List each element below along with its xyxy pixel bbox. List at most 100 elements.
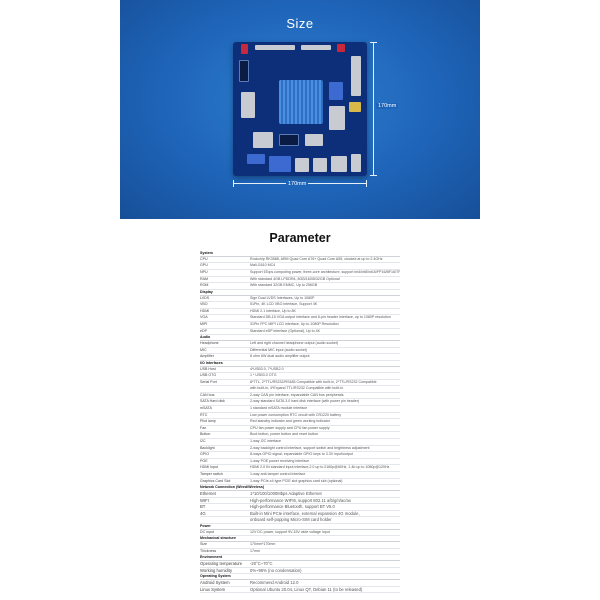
spec-value: Built-in Mini PCIe interface, external e… bbox=[250, 510, 360, 516]
spec-key: HDMI Input bbox=[200, 465, 219, 470]
usb-port bbox=[313, 158, 327, 172]
spec-row: Android System Recommend Android 12.0 bbox=[200, 580, 400, 587]
audio-port bbox=[351, 154, 361, 172]
spec-value: Standard DB-15 VGA output interface and … bbox=[250, 315, 391, 320]
spec-value: 1-way POE power receiving interface bbox=[250, 458, 310, 463]
slot bbox=[329, 106, 345, 130]
header-pins bbox=[301, 45, 331, 50]
spec-key: SATA Hard disk bbox=[200, 399, 225, 404]
spec-section-heading: Operating System bbox=[200, 574, 400, 581]
spec-key: 4G bbox=[200, 510, 206, 516]
spec-value: Boot button, power button and reset butt… bbox=[250, 432, 319, 437]
spec-value: 4*USB3.0, 7*USB2.0 bbox=[250, 366, 284, 371]
spec-value: 1*10/100/1000Mbps Adaptive Ethernet bbox=[250, 490, 322, 496]
spec-value: HDMI 2.1 interface, Up to 8K bbox=[250, 308, 296, 313]
spec-section-heading: Mechanical structure bbox=[200, 536, 400, 543]
spec-value: 1-way I2C interface bbox=[250, 439, 281, 444]
spec-row: Operating temperature -20°C~70°C bbox=[200, 561, 400, 568]
spec-value: Mali-G610 MC4 bbox=[250, 263, 276, 268]
spec-key: WIFI bbox=[200, 497, 209, 503]
spec-value: CPU fan power supply and CPU fan power s… bbox=[250, 425, 330, 430]
spec-key: NPU bbox=[200, 269, 208, 274]
chip bbox=[279, 134, 299, 146]
spec-key: I2C bbox=[200, 439, 206, 444]
spec-key: POE bbox=[200, 458, 208, 463]
spec-value: -20°C~70°C bbox=[250, 561, 273, 567]
spec-row: VBO 51Pin, 4K LCD VBO interface, Support … bbox=[200, 302, 400, 309]
spec-value: 1-way anti-tamper control interface bbox=[250, 472, 306, 476]
spec-value: Standard eDP interface (Optional), Up to… bbox=[250, 328, 321, 333]
spec-value: With standard 32GB EMMC, Up to 256GB bbox=[250, 283, 318, 288]
spec-row: mSATA 1 standard mSATA module interface bbox=[200, 406, 400, 413]
spec-key: RAM bbox=[200, 276, 208, 281]
spec-key: BT bbox=[200, 504, 206, 510]
spec-value: Sign Dual LVDS Interfaces, Up to 1080P bbox=[250, 295, 315, 300]
spec-row: MIPI 31Pin FPC MIPI LCD interface, Up to … bbox=[200, 322, 400, 329]
width-label: 170mm bbox=[286, 181, 309, 187]
spec-value: 1 * USB3.0 OTG bbox=[250, 373, 277, 378]
parameter-title: Parameter bbox=[269, 231, 331, 245]
spec-key: USB Host bbox=[200, 366, 216, 371]
spec-value: 12V DC power, support 9V-15V wide voltag… bbox=[250, 529, 330, 534]
memory-slot bbox=[241, 92, 255, 118]
vga-port bbox=[269, 156, 291, 172]
spec-key: Graphics Card Slot bbox=[200, 478, 231, 483]
spec-value: 51Pin, 4K LCD VBO interface, Support 4K bbox=[250, 302, 318, 307]
heatsink bbox=[279, 80, 323, 124]
spec-row: USB Host 4*USB3.0, 7*USB2.0 bbox=[200, 367, 400, 374]
spec-key: Working humidity bbox=[200, 567, 233, 573]
spec-section-heading: System bbox=[200, 251, 400, 257]
spec-value: High-performance Bluetooth, support BT V… bbox=[250, 504, 335, 510]
spec-row: onboard self-popping Micro-SIM card hold… bbox=[200, 517, 400, 524]
spec-key: Android System bbox=[200, 580, 230, 586]
spec-key: Serial Port bbox=[200, 379, 217, 384]
connector-red bbox=[241, 44, 248, 54]
spec-key: Ethernet bbox=[200, 490, 216, 496]
spec-section-heading: Power bbox=[200, 524, 400, 530]
spec-value: 2-way CAN pin interface, expandable CAN … bbox=[250, 392, 344, 397]
spec-section-heading: Audio bbox=[200, 335, 400, 341]
chip bbox=[305, 134, 323, 146]
banner-title: Size bbox=[286, 16, 314, 31]
spec-value: Recommend Android 12.0 bbox=[250, 580, 299, 586]
spec-key: Headphone bbox=[200, 340, 219, 345]
spec-key: VBO bbox=[200, 302, 208, 307]
spec-value: 1-way PCIe-x4 type PCIE slot graphics ca… bbox=[250, 478, 343, 483]
spec-key: mSATA bbox=[200, 406, 212, 411]
spec-row: BT High-performance Bluetooth, support BT… bbox=[200, 504, 400, 511]
spec-key: MIPI bbox=[200, 321, 208, 326]
spec-key: Thickness bbox=[200, 548, 217, 553]
product-size-banner: Size 170mm 170mm bbox=[120, 0, 480, 219]
spec-value: 1 standard mSATA module interface bbox=[250, 406, 308, 411]
spec-key: Backlight bbox=[200, 445, 215, 450]
spec-value: Low power consumption RTC circuit with C… bbox=[250, 412, 342, 417]
header-pins bbox=[255, 45, 295, 50]
spec-key bbox=[200, 517, 250, 523]
spec-value: 31Pin FPC MIPI LCD interface, Up to 1080… bbox=[250, 321, 339, 326]
spec-value: High-performance WIFI6, support 802.11 a… bbox=[250, 497, 351, 503]
spec-key: Fan bbox=[200, 425, 207, 430]
spec-section-heading: Display bbox=[200, 290, 400, 296]
spec-section-heading: I/O Interfaces bbox=[200, 361, 400, 367]
spec-value: 170mm*170mm bbox=[250, 542, 276, 547]
usb-port bbox=[295, 158, 309, 172]
spec-value: Support 6Tops computing power, three-cor… bbox=[250, 269, 400, 274]
spec-key: Operating temperature bbox=[200, 561, 243, 567]
spec-key: MIC bbox=[200, 347, 207, 352]
